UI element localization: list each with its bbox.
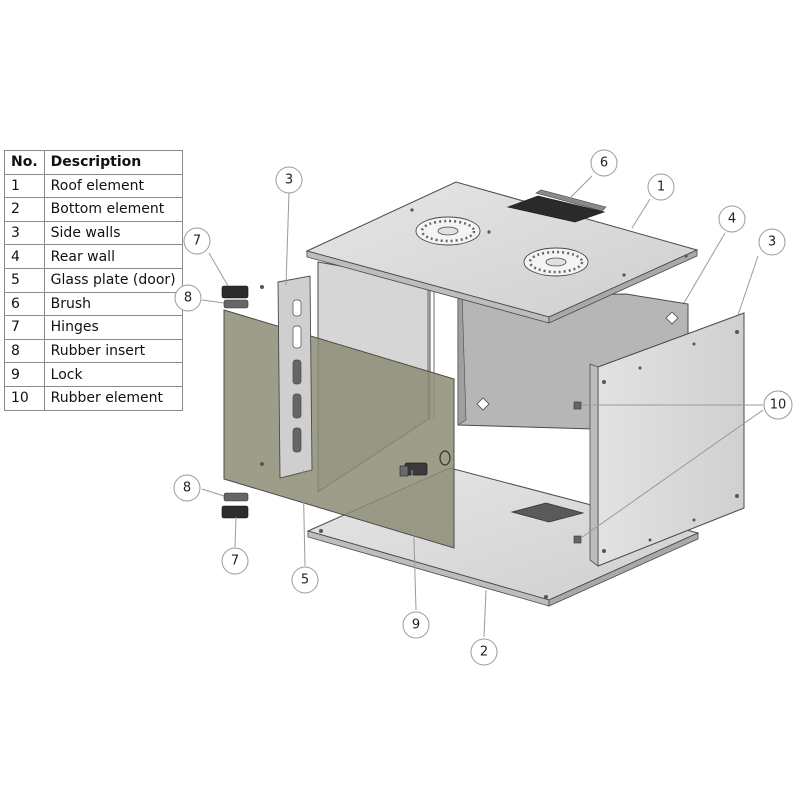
callout-1: 1 [647, 173, 675, 201]
callout-label: 7 [231, 554, 239, 569]
row-no: 2 [4, 197, 45, 222]
callout-label: 8 [183, 481, 191, 496]
table-header-row: No. Description [4, 150, 183, 175]
roof-element [305, 181, 699, 324]
callout-2: 2 [470, 638, 498, 666]
callout-7-top: 7 [183, 227, 211, 255]
callout-6: 6 [590, 149, 618, 177]
door-profile [277, 275, 313, 479]
row-no: 3 [4, 220, 45, 246]
row-description: Brush [43, 291, 183, 317]
row-description: Rubber element [43, 385, 183, 411]
callout-5: 5 [291, 566, 319, 594]
callout-8-bottom: 8 [173, 474, 201, 502]
lock [399, 450, 451, 477]
callout-label: 9 [412, 618, 420, 633]
callout-label: 6 [600, 156, 608, 171]
row-description: Bottom element [43, 197, 183, 222]
leader-lines [201, 175, 764, 638]
callout-label: 8 [184, 291, 192, 306]
callout-3-left: 3 [275, 166, 303, 194]
brush [506, 189, 607, 223]
row-no: 6 [4, 291, 45, 317]
callout-4: 4 [718, 205, 746, 233]
callout-label: 7 [193, 234, 201, 249]
right-side-wall [589, 312, 745, 567]
callout-3-right: 3 [758, 228, 786, 256]
row-no: 5 [4, 267, 45, 293]
row-no: 7 [4, 315, 45, 340]
column-header-description: Description [43, 150, 183, 175]
callout-7-bottom: 7 [221, 547, 249, 575]
callout-label: 10 [770, 398, 787, 413]
row-description: Lock [43, 362, 183, 387]
row-description: Glass plate (door) [43, 267, 183, 293]
row-description: Rubber insert [43, 338, 183, 364]
callout-label: 1 [657, 180, 665, 195]
callout-label: 3 [768, 235, 776, 250]
callout-8-top: 8 [174, 284, 202, 312]
callout-label: 5 [301, 573, 309, 588]
row-no: 8 [4, 338, 45, 364]
callout-label: 3 [285, 173, 293, 188]
row-description: Rear wall [43, 244, 183, 269]
hinges-and-inserts [221, 285, 264, 519]
callout-label: 2 [480, 645, 488, 660]
row-description: Hinges [43, 315, 183, 340]
callout-label: 4 [728, 212, 736, 227]
row-no: 4 [4, 244, 45, 269]
callout-10: 10 [763, 390, 793, 420]
column-header-no: No. [4, 150, 45, 175]
callout-9: 9 [402, 611, 430, 639]
